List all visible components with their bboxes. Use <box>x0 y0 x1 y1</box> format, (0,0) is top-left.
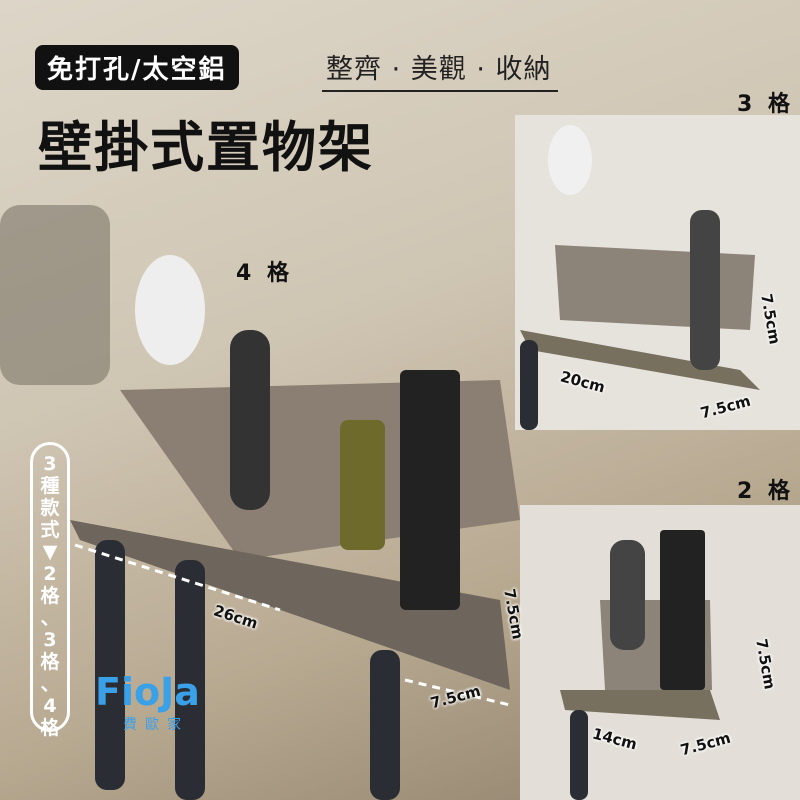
note-char: 3 <box>43 629 57 651</box>
toothbrush <box>175 560 205 800</box>
two-slot-rack <box>560 530 720 800</box>
cup <box>0 205 110 385</box>
logo-text: FioJa <box>95 670 200 714</box>
note-char: 種 <box>40 475 60 497</box>
note-char: 3 <box>43 453 57 475</box>
logo-subtext: 費歐家 <box>123 717 189 733</box>
note-char: 4 <box>43 695 57 717</box>
three-slot-label: 3 格 <box>737 92 794 117</box>
hairbrush <box>135 255 205 365</box>
variant-note-pill: 3 種 款 式 ▼ 2 格 、 3 格 、 4 格 <box>30 442 70 739</box>
feature-badge: 免打孔/太空鋁 <box>35 45 239 90</box>
shaver <box>230 330 270 510</box>
four-slot-label: 4 格 <box>236 261 293 286</box>
note-char: 格 <box>40 585 60 607</box>
toothbrush <box>370 650 400 800</box>
note-char: 款 <box>40 497 60 519</box>
feature-subtitle: 整齊 · 美觀 · 收納 <box>322 47 558 92</box>
depth-dimension-line <box>404 678 511 707</box>
serum-bottle <box>340 420 385 550</box>
brand-logo: FioJa 費歐家 <box>95 670 200 734</box>
note-char: 、 <box>40 673 60 695</box>
product-title: 壁掛式置物架 <box>38 116 374 179</box>
three-slot-rack <box>520 125 760 430</box>
note-char: 格 <box>40 651 60 673</box>
toothbrush <box>95 540 125 790</box>
note-char: ▼ <box>42 541 58 563</box>
four-slot-rack <box>0 205 520 800</box>
cleanser-tube <box>400 370 460 610</box>
note-char: 、 <box>40 607 60 629</box>
note-char: 2 <box>43 563 57 585</box>
note-char: 格 <box>40 717 60 739</box>
two-slot-label: 2 格 <box>737 479 794 504</box>
note-char: 式 <box>40 519 60 541</box>
width-dimension-line <box>74 543 281 612</box>
